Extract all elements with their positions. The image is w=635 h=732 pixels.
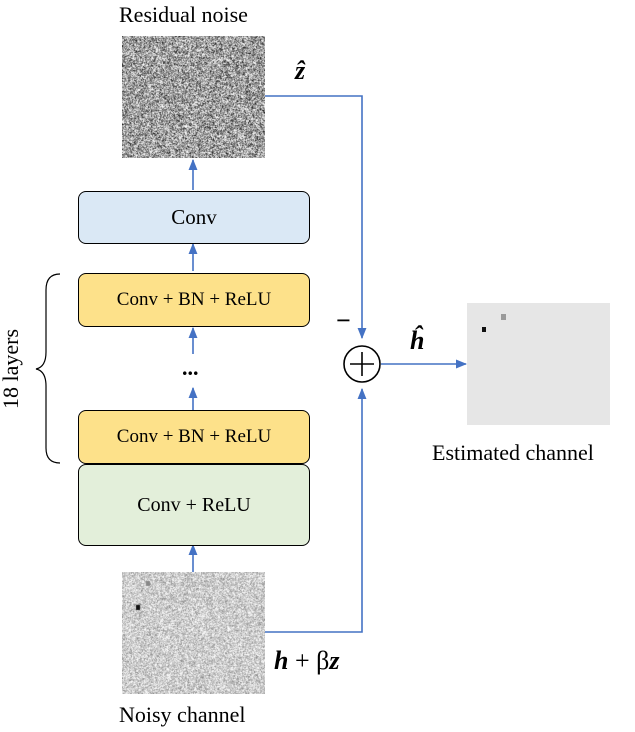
- input-expression: h + βz: [274, 646, 340, 676]
- layers-label: 18 layers: [0, 328, 23, 410]
- arrow-input-to-sum: [265, 387, 367, 633]
- input-h: h: [274, 646, 289, 675]
- channel-path-dark: [482, 327, 486, 332]
- conv-block: Conv: [78, 191, 310, 244]
- estimated-channel-caption: Estimated channel: [432, 440, 594, 465]
- input-z: z: [329, 646, 340, 675]
- channel-path-light: [501, 314, 506, 320]
- h-hat-label: ĥ: [410, 326, 425, 355]
- conv-bn-relu-block-bottom: Conv + BN + ReLU: [78, 410, 310, 464]
- z-hat-label: ẑ: [295, 56, 306, 85]
- conv-relu-block: Conv + ReLU: [78, 464, 310, 546]
- input-plus-beta: + β: [288, 646, 330, 675]
- noisy-channel-caption: Noisy channel: [119, 702, 246, 727]
- conv-bn-relu-block-top: Conv + BN + ReLU: [78, 273, 310, 327]
- residual-noise-caption: Residual noise: [119, 2, 248, 27]
- estimated-channel-image: [467, 303, 610, 425]
- layers-ellipsis: ...: [182, 355, 199, 380]
- minus-sign: −: [336, 306, 351, 335]
- arrow-residual-to-sum: [265, 95, 367, 340]
- layers-brace: [35, 273, 61, 464]
- noisy-channel-image: [122, 572, 265, 694]
- residual-noise-image: [122, 36, 265, 158]
